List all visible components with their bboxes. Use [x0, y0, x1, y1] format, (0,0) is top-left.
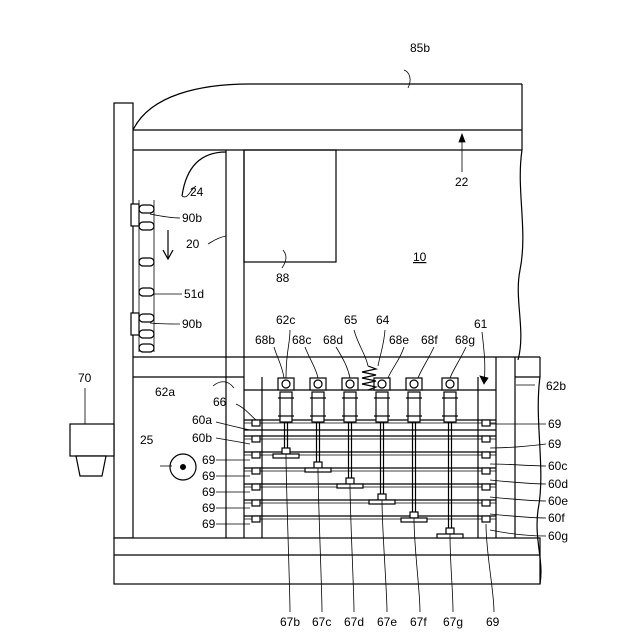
label-68c: 68c: [292, 333, 311, 347]
actuator-foot: [410, 512, 418, 518]
label-68g: 68g: [455, 333, 475, 347]
disk-25: [170, 454, 196, 480]
label-69-left-5: 69: [202, 517, 216, 531]
label-60a: 60a: [192, 413, 212, 427]
label-67c: 67c: [312, 615, 331, 629]
down-arrow: [163, 230, 173, 259]
label-60c: 60c: [548, 459, 567, 473]
bottom-leader-line: [286, 454, 290, 612]
chain-roller: [139, 314, 154, 322]
chain-roller: [139, 258, 154, 266]
label-60e: 60e: [548, 494, 568, 508]
stopper-block-right: [482, 452, 490, 458]
label-62c: 62c: [276, 313, 295, 327]
stopper-block-right: [482, 500, 490, 506]
chain-51d: [131, 200, 154, 352]
label-60d: 60d: [548, 477, 568, 491]
label-64: 64: [376, 313, 390, 327]
box-88: [244, 150, 336, 262]
label-68e: 68e: [389, 333, 409, 347]
stopper-block-left: [252, 420, 260, 426]
actuator-cylinder: [444, 392, 456, 422]
bottom-base: [114, 538, 540, 584]
chain-roller: [139, 330, 154, 338]
chain-roller: [139, 205, 154, 213]
actuator-foot: [346, 478, 354, 484]
label-67g: 67g: [443, 615, 463, 629]
label-68f: 68f: [421, 333, 438, 347]
actuator-foot: [282, 448, 290, 454]
label-88: 88: [276, 271, 290, 285]
chain-roller: [139, 222, 154, 230]
label-68b: 68b: [255, 333, 275, 347]
stopper-block-right: [482, 516, 490, 522]
box-70: [70, 424, 114, 476]
label-85b: 85b: [410, 41, 430, 55]
left-column: [114, 103, 133, 538]
label-90b-bottom: 90b: [182, 317, 202, 331]
label-67b: 67b: [280, 615, 300, 629]
label-90b-top: 90b: [182, 211, 202, 225]
stopper-block-right: [482, 420, 490, 426]
label-67f: 67f: [410, 615, 427, 629]
actuator-cylinder: [312, 392, 324, 422]
stopper-block-right: [482, 468, 490, 474]
stopper-block-left: [252, 436, 260, 442]
chain-roller: [139, 288, 154, 296]
actuator-cylinder: [376, 392, 388, 422]
actuator-cylinder: [280, 392, 292, 422]
middle-beam: [133, 357, 540, 377]
actuator-cylinder: [408, 392, 420, 422]
actuator-foot: [314, 462, 322, 468]
actuator-cylinder: [344, 392, 356, 422]
stopper-block-left: [252, 468, 260, 474]
label-69-right-1: 69: [548, 417, 562, 431]
label-69-right-2: 69: [548, 437, 562, 451]
right-break-line: [518, 150, 523, 360]
actuator-foot: [378, 494, 386, 500]
post-20: [226, 150, 244, 538]
stopper-block-right: [482, 436, 490, 442]
stopper-block-left: [252, 516, 260, 522]
label-62b: 62b: [546, 379, 566, 393]
label-65: 65: [344, 313, 358, 327]
bottom-leaders: [286, 454, 494, 612]
actuator-foot: [446, 528, 454, 534]
stopper-block-left: [252, 484, 260, 490]
label-60b: 60b: [192, 431, 212, 445]
stopper-block-left: [252, 500, 260, 506]
label-62a: 62a: [155, 385, 175, 399]
guide-24: [182, 152, 226, 196]
label-51d: 51d: [184, 287, 204, 301]
label-67e: 67e: [377, 615, 397, 629]
label-22: 22: [455, 175, 469, 189]
label-60g: 60g: [548, 529, 568, 543]
label-67d: 67d: [344, 615, 364, 629]
chain-roller: [139, 344, 154, 352]
label-25: 25: [140, 433, 154, 447]
stopper-block-right: [482, 484, 490, 490]
label-61: 61: [474, 317, 488, 331]
label-69-left-3: 69: [202, 485, 216, 499]
label-70: 70: [78, 371, 92, 385]
label-10: 10: [413, 250, 427, 264]
label-69-bottom: 69: [486, 615, 500, 629]
label-20: 20: [186, 237, 200, 251]
label-69-left-1: 69: [202, 453, 216, 467]
label-60f: 60f: [548, 511, 565, 525]
actuators: [273, 378, 463, 538]
label-66: 66: [213, 395, 227, 409]
label-24: 24: [190, 185, 204, 199]
label-68d: 68d: [323, 333, 343, 347]
stopper-block-left: [252, 452, 260, 458]
label-69-left-4: 69: [202, 501, 216, 515]
label-69-left-2: 69: [202, 469, 216, 483]
